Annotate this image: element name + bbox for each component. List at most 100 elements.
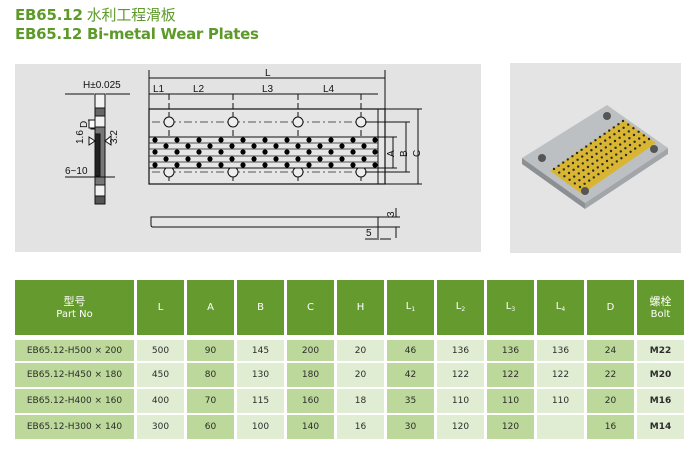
- graphite-plug-dot: [174, 137, 180, 143]
- column-header-label: C: [307, 302, 314, 313]
- photo-plug-dot: [604, 146, 607, 149]
- table-cell: 16: [337, 415, 384, 439]
- product-photo: [510, 63, 681, 253]
- table-cell: 145: [237, 337, 284, 361]
- graphite-plug-dot: [251, 156, 257, 162]
- column-header-label: B: [257, 302, 264, 313]
- graphite-plug-dot: [350, 137, 356, 143]
- column-header: L4: [537, 280, 584, 335]
- label-edge-3: 3: [386, 211, 397, 217]
- graphite-plug-dot: [372, 162, 378, 168]
- graphite-plug-dot: [152, 162, 158, 168]
- graphite-plug-dot: [372, 149, 378, 155]
- graphite-plug-dot: [350, 162, 356, 168]
- photo-plug-dot: [590, 149, 593, 152]
- column-header-label: L: [455, 300, 462, 312]
- photo-plug-dot: [601, 163, 604, 166]
- photo-plug-dot: [627, 123, 630, 126]
- table-cell: 110: [437, 389, 484, 413]
- column-header: C: [287, 280, 334, 335]
- graphite-plug-dot: [229, 143, 235, 149]
- table-cell: 136: [487, 337, 534, 361]
- bolt-hole: [538, 154, 546, 162]
- bolt-cell: M22: [637, 337, 684, 361]
- photo-plug-dot: [567, 165, 570, 168]
- column-header: B: [237, 280, 284, 335]
- graphite-plug-dot: [251, 143, 257, 149]
- table-cell: 22: [587, 363, 634, 387]
- label-a: A: [386, 150, 397, 157]
- photo-svg: [522, 105, 668, 209]
- photo-plug-dot: [592, 169, 595, 172]
- photo-plug-dot: [596, 166, 599, 169]
- graphite-plug-dot: [361, 143, 367, 149]
- photo-plug-dot: [578, 185, 582, 189]
- table-cell: 130: [237, 363, 284, 387]
- photo-plug-dot: [576, 158, 579, 161]
- label-d: D: [79, 121, 90, 128]
- photo-plug-dot: [572, 168, 575, 171]
- photo-plug-dot: [605, 153, 608, 156]
- photo-plug-dot: [604, 139, 607, 142]
- table-cell: 122: [437, 363, 484, 387]
- photo-plug-dot: [589, 142, 592, 145]
- photo-plug-dot: [582, 169, 585, 172]
- photo-plug-dot: [582, 175, 586, 179]
- column-header-cn: 螺栓: [649, 294, 672, 308]
- table-cell: 20: [587, 389, 634, 413]
- photo-plug-dot: [647, 137, 651, 141]
- table-cell: 136: [437, 337, 484, 361]
- column-header-cn: 型号: [63, 294, 86, 308]
- photo-plug-dot: [628, 137, 631, 140]
- photo-plug-dot: [590, 155, 594, 159]
- graphite-plug-dot: [317, 143, 323, 149]
- bolt-cell: M20: [637, 363, 684, 387]
- label-l: L: [265, 68, 271, 79]
- photo-plug-dot: [638, 144, 641, 147]
- photo-plug-dot: [624, 147, 627, 150]
- photo-plug-dot: [642, 134, 645, 137]
- column-header-subscript: 1: [411, 305, 416, 313]
- photo-plug-dot: [620, 157, 623, 160]
- photo-plug-dot: [601, 169, 605, 173]
- column-header: A: [187, 280, 234, 335]
- photo-plug-dot: [615, 160, 618, 163]
- photo-plug-dot: [615, 153, 618, 156]
- photo-plug-dot: [562, 168, 565, 171]
- photo-plug-dot: [566, 158, 569, 161]
- column-header-label: A: [207, 302, 214, 313]
- bolt-hole: [650, 145, 658, 153]
- graphite-plug-dot: [240, 137, 246, 143]
- table-cell: 60: [187, 415, 234, 439]
- photo-plug-dot: [573, 175, 576, 178]
- photo-plug-dot: [600, 156, 603, 159]
- table-cell: 450: [137, 363, 184, 387]
- photo-plug-dot: [619, 143, 622, 146]
- photo-plug-dot: [599, 142, 602, 145]
- column-header-en: Bolt: [650, 308, 671, 320]
- table-cell: 140: [287, 415, 334, 439]
- table-cell: 400: [137, 389, 184, 413]
- column-header: L: [137, 280, 184, 335]
- part-number-cell: EB65.12-H500 × 200: [15, 337, 134, 361]
- part-number-cell: EB65.12-H400 × 160: [15, 389, 134, 413]
- plate-side-profile: [150, 208, 400, 240]
- table-cell: 46: [387, 337, 434, 361]
- drawing-svg: H±0.025 D 1.6 3.2 6~10 L L1 L2 L3 L4 A B…: [65, 68, 423, 240]
- title-english: EB65.12 Bi-metal Wear Plates: [15, 25, 259, 43]
- photo-plug-dot: [587, 172, 590, 175]
- graphite-plug-dot: [218, 162, 224, 168]
- graphite-plug-dot: [295, 156, 301, 162]
- photo-plug-dot: [623, 133, 626, 136]
- graphite-plug-dot: [306, 162, 312, 168]
- graphite-plug-dot: [218, 137, 224, 143]
- column-header-label: L: [555, 300, 562, 312]
- graphite-plug-dot: [284, 137, 290, 143]
- column-header-label: L: [157, 302, 164, 313]
- label-thickness-range: 6~10: [65, 166, 88, 177]
- graphite-plug-dot: [295, 143, 301, 149]
- table-cell: 200: [287, 337, 334, 361]
